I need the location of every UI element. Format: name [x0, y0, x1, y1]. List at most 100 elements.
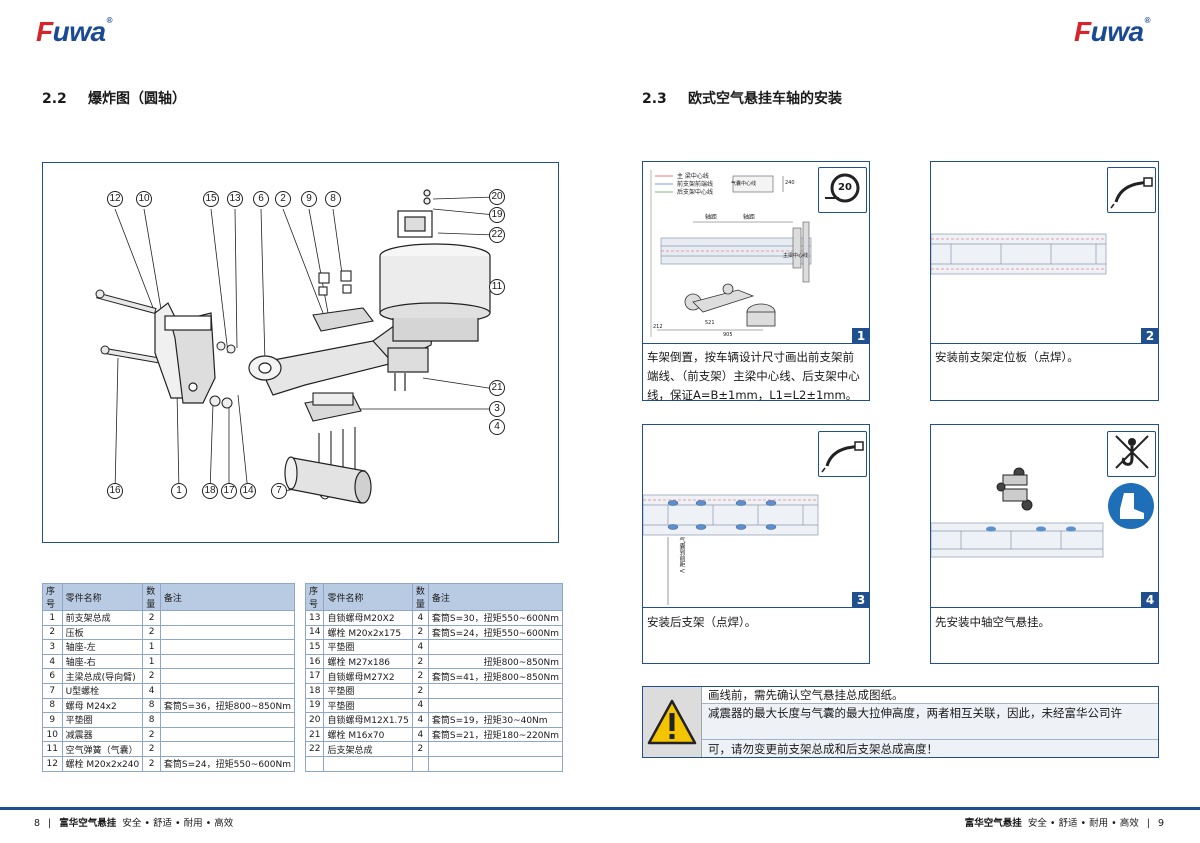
legend-rear-bracket: 后支架中心线 — [677, 189, 714, 196]
col-header-remark: 备注 — [427, 583, 564, 611]
step-2-diagram — [931, 162, 1158, 344]
table-header-row: 序号 零件名称 数量 备注 — [42, 583, 296, 611]
callout-12: 12 — [107, 191, 123, 207]
step-4-panel: 4 先安装中轴空气悬挂。 — [930, 424, 1159, 664]
step-4-diagram — [931, 425, 1158, 608]
callout-8: 8 — [325, 191, 341, 207]
step-3-panel: 气囊到前距 V 3 安装后支架（点焊）。 — [642, 424, 870, 664]
warning-box: 画线前，需先确认空气悬挂总成图纸。 减震器的最大长度与气囊的最大拉伸高度，两者相… — [642, 686, 1159, 758]
col-header-name: 零件名称 — [323, 583, 413, 611]
callout-10: 10 — [136, 191, 152, 207]
table-row — [304, 755, 564, 772]
col-header-name: 零件名称 — [61, 583, 144, 611]
callout-18: 18 — [202, 483, 218, 499]
warning-triangle-icon — [643, 687, 702, 757]
step-3-diagram: 气囊到前距 V — [643, 425, 869, 608]
step-1-badge: 1 — [852, 328, 870, 344]
step-2-badge: 2 — [1141, 328, 1159, 344]
frame-diagram-4 — [931, 467, 1104, 558]
step-3-caption: 安装后支架（点焊）。 — [647, 615, 757, 629]
callout-11: 11 — [489, 279, 505, 295]
step-2-panel: 2 安装前支架定位板（点焊）。 — [930, 161, 1159, 401]
callout-15: 15 — [203, 191, 219, 207]
callout-14: 14 — [240, 483, 256, 499]
crane-hook-icon — [1107, 431, 1156, 477]
legend-main-beam: 主 梁中心线 — [677, 173, 709, 180]
callout-17: 17 — [221, 483, 237, 499]
label-dim-240: 240 — [785, 180, 795, 186]
safety-boots-icon — [1108, 483, 1154, 529]
page-number-right: 9 — [1157, 818, 1164, 829]
callout-19: 19 — [489, 207, 505, 223]
tape-measure-icon: 20 — [818, 167, 867, 213]
label-bag-center: 气囊中心线 — [731, 181, 757, 187]
fuwa-logo-left: Fuwa® — [36, 16, 113, 47]
callout-13: 13 — [227, 191, 243, 207]
exploded-view-drawing: 12 10 15 13 6 2 9 8 20 19 22 11 21 3 4 1… — [42, 162, 559, 543]
step-3-badge: 3 — [852, 592, 870, 608]
label-dim-905: 905 — [723, 332, 733, 338]
step-1-panel: 主 梁中心线 前支架前端线 后支架中心线 气囊中心线 240 轴距 轴距 主梁中… — [642, 161, 870, 402]
callout-4: 4 — [489, 419, 505, 435]
footer-brand-left: 富华空气悬挂 — [59, 818, 117, 829]
footer-right: 富华空气悬挂 安全 • 舒适 • 耐用 • 高效|9 — [964, 818, 1164, 829]
warning-line-3: 可，请勿变更前支架总成和后支架总成高度！ — [702, 740, 1158, 757]
fuwa-logo-right: Fuwa® — [1074, 16, 1151, 47]
col-header-no: 序号 — [304, 583, 325, 611]
col-header-qty: 数量 — [142, 583, 161, 611]
frame-diagram-3 — [643, 494, 819, 605]
callout-21: 21 — [489, 380, 505, 396]
footer-slogan-right: 安全 • 舒适 • 耐用 • 高效 — [1027, 818, 1139, 829]
label-bag-distance: 气囊到前距 V — [678, 537, 685, 574]
step-4-badge: 4 — [1141, 592, 1159, 608]
tape-measure-label: 20 — [838, 182, 852, 193]
footer-brand-right: 富华空气悬挂 — [964, 818, 1022, 829]
callout-6: 6 — [253, 191, 269, 207]
label-wheelbase-1: 轴距 — [705, 214, 718, 221]
welding-torch-icon — [818, 431, 867, 477]
label-dim-521: 521 — [705, 320, 715, 326]
footer-divider — [0, 807, 1200, 810]
callout-16: 16 — [107, 483, 123, 499]
label-dim-212: 212 — [653, 324, 663, 330]
col-header-remark: 备注 — [159, 583, 296, 611]
step-1-caption: 车架倒置，按车辆设计尺寸画出前支架前端线、（前支架）主梁中心线、后支架中心线，保… — [647, 350, 860, 402]
callout-2: 2 — [275, 191, 291, 207]
callout-9: 9 — [301, 191, 317, 207]
label-main-center: 主梁中心线 — [783, 253, 809, 259]
welding-torch-icon — [1107, 167, 1156, 213]
footer-slogan-left: 安全 • 舒适 • 耐用 • 高效 — [122, 818, 234, 829]
legend-front-bracket: 前支架前端线 — [677, 181, 714, 188]
warning-line-2: 减震器的最大长度与气囊的最大拉伸高度，两者相互关联，因此，未经富华公司许 — [702, 704, 1158, 740]
step-1-diagram: 主 梁中心线 前支架前端线 后支架中心线 气囊中心线 240 轴距 轴距 主梁中… — [643, 162, 869, 344]
exploded-view-svg — [95, 189, 496, 504]
page-number-left: 8 — [34, 818, 41, 829]
col-header-qty: 数量 — [411, 583, 429, 611]
frame-marking-diagram — [650, 170, 812, 337]
footer-left: 8|富华空气悬挂 安全 • 舒适 • 耐用 • 高效 — [34, 818, 234, 829]
frame-diagram-2 — [931, 233, 1107, 275]
